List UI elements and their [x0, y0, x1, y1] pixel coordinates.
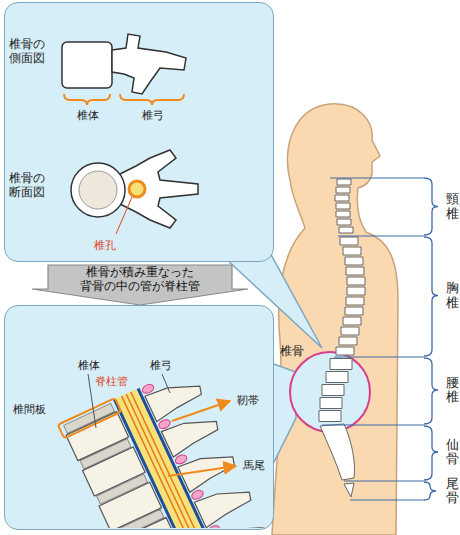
lumbar-section	[58, 357, 272, 528]
vertebral-foramen	[129, 181, 145, 197]
cervical-vertebrae	[335, 179, 353, 233]
ligaments	[141, 383, 221, 528]
orange-brace	[120, 94, 184, 105]
part-label: 椎弓	[142, 109, 164, 122]
coccyx	[344, 483, 354, 497]
part-label: 脊柱管	[95, 375, 128, 388]
pointer-arrow	[168, 466, 236, 476]
dura-lines	[111, 381, 236, 528]
flow-arrow	[32, 265, 248, 305]
callout-panel: 椎体 椎弓脊柱管椎間板 靭帯馬尾	[4, 305, 274, 530]
cancellous-bone	[79, 171, 117, 209]
pointer-arrow	[172, 401, 230, 421]
region-bracket	[424, 178, 438, 235]
vertebral-bodies	[66, 412, 195, 528]
sacrum	[320, 424, 355, 480]
part-label: 靭帯	[237, 394, 259, 407]
disc-highlight-box	[58, 398, 121, 438]
region-label: 胸椎	[446, 281, 459, 310]
region-label: 頸椎	[446, 192, 459, 221]
vertebral-arch-section	[120, 150, 198, 228]
leader-line	[116, 197, 132, 234]
leader-line	[162, 374, 170, 393]
intervertebral-discs	[64, 403, 181, 528]
spinal-canal	[110, 381, 237, 528]
orange-brace	[64, 94, 110, 105]
leader-line	[88, 374, 96, 428]
ligament	[207, 524, 221, 528]
part-label: 椎弓	[150, 359, 172, 372]
arrow-label: 椎骨が積み重なった 背骨の中の管が脊柱管	[74, 266, 206, 294]
callout-panel: 椎骨の 側面図椎体 椎弓椎骨の 断面図椎孔	[4, 2, 274, 262]
region-boundary-lines	[322, 178, 424, 500]
callout-pointer	[225, 238, 322, 348]
part-label: 馬尾	[243, 459, 265, 472]
part-label: 椎体	[77, 109, 99, 122]
region-bracket	[424, 426, 438, 480]
region-label: 尾骨	[446, 477, 459, 506]
ligament	[190, 489, 204, 501]
lumbar-vertebrae	[319, 359, 352, 422]
vertebral-body-section	[71, 163, 125, 217]
region-label: 仙骨	[446, 438, 459, 467]
vertebral-arch-side	[112, 34, 186, 94]
lumbar-highlight	[290, 352, 370, 432]
part-label: 椎骨	[280, 344, 304, 358]
thoracic-vertebrae	[336, 237, 365, 355]
vertebral-arches	[145, 373, 272, 528]
part-label: 椎孔	[94, 239, 116, 252]
ligament	[157, 418, 171, 430]
region-label: 腰椎	[446, 376, 459, 405]
part-label: 椎骨の 側面図	[9, 37, 57, 66]
region-bracket	[424, 358, 438, 424]
region-bracket	[424, 482, 436, 500]
part-label: 椎間板	[13, 403, 46, 416]
region-bracket	[424, 237, 438, 356]
ligament	[174, 453, 188, 465]
cauda-equina	[118, 385, 228, 528]
part-label: 椎体	[78, 359, 100, 372]
part-label: 椎骨の 断面図	[9, 171, 57, 200]
ligament	[141, 383, 155, 395]
vertebral-body-side	[62, 42, 112, 88]
